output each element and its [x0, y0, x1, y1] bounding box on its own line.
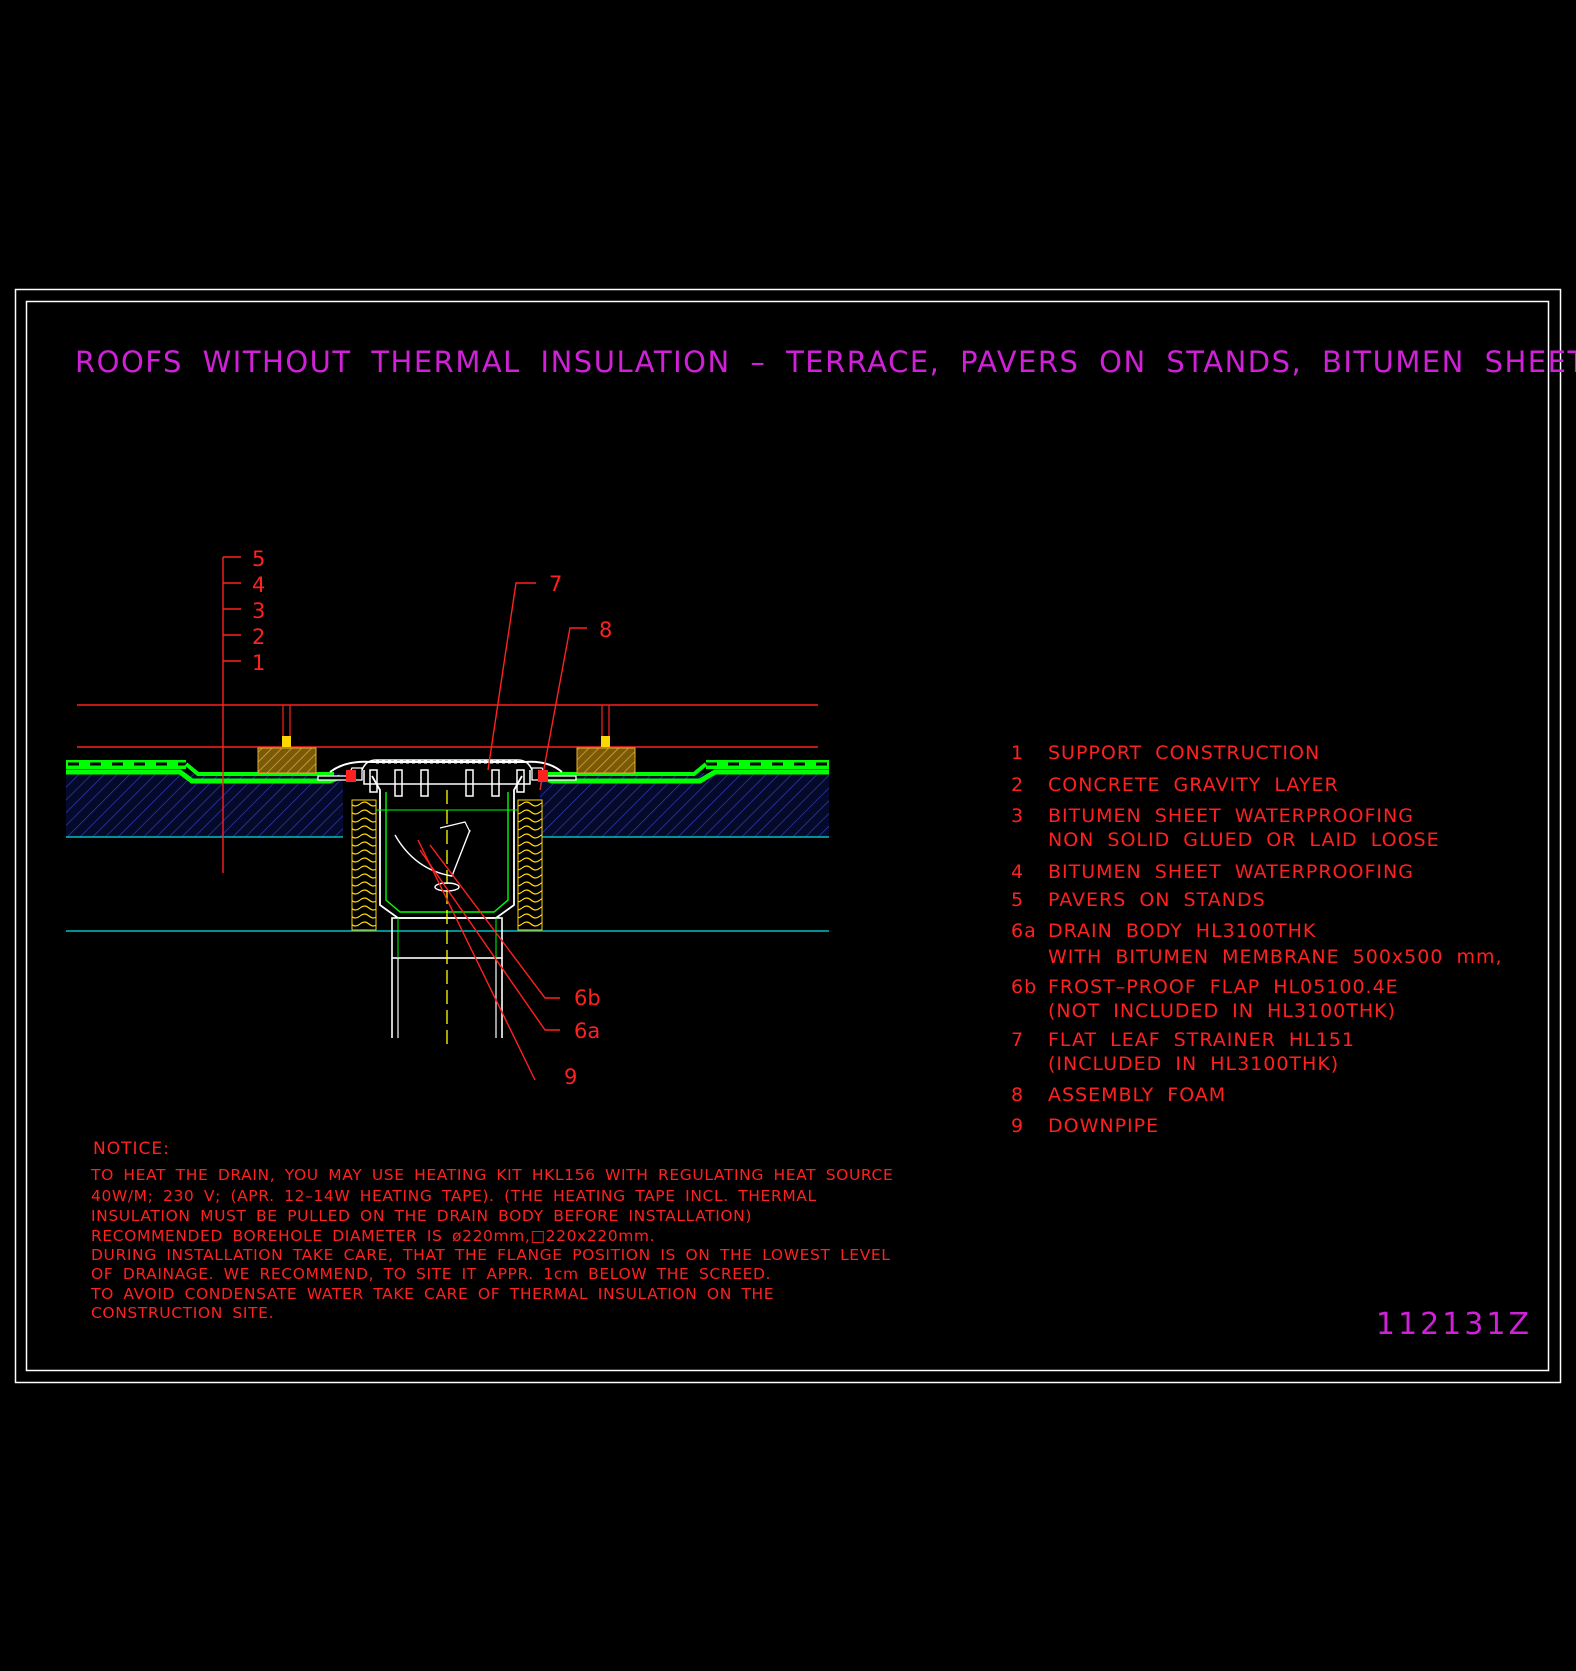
notice-line: OF DRAINAGE. WE RECOMMEND, TO SITE IT AP…: [91, 1265, 771, 1283]
legend-item: 1 SUPPORT CONSTRUCTION: [1011, 742, 1320, 764]
legend-num: 9: [1011, 1115, 1024, 1137]
legend-num: 3: [1011, 805, 1024, 827]
drawing-frame: [14, 288, 1562, 1384]
drawing-number: 112131Z: [1376, 1307, 1532, 1342]
legend-text-continued: NON SOLID GLUED OR LAID LOOSE: [1048, 829, 1440, 851]
legend-num: 5: [1011, 889, 1024, 911]
notice-heading: NOTICE:: [93, 1139, 170, 1159]
legend-num: 4: [1011, 861, 1024, 883]
legend-text-continued: WITH BITUMEN MEMBRANE 500x500 mm,: [1048, 946, 1503, 968]
legend-item: 7 FLAT LEAF STRAINER HL151 (INCLUDED IN …: [1011, 1029, 1355, 1075]
legend-text: DOWNPIPE: [1048, 1115, 1159, 1137]
legend-text-continued: (NOT INCLUDED IN HL3100THK): [1048, 1000, 1396, 1022]
drawing-title: ROOFS WITHOUT THERMAL INSULATION – TERRA…: [75, 345, 1576, 379]
legend-text: SUPPORT CONSTRUCTION: [1048, 742, 1320, 764]
legend-text: ASSEMBLY FOAM: [1048, 1084, 1226, 1106]
notice-line: RECOMMENDED BOREHOLE DIAMETER IS ø220mm,…: [91, 1227, 655, 1245]
legend-item: 9 DOWNPIPE: [1011, 1115, 1159, 1137]
callout-2: 2: [252, 625, 265, 649]
assembly-foam: [351, 799, 543, 931]
callout-7: 7: [549, 572, 562, 596]
callout-1: 1: [252, 651, 265, 675]
legend-item: 3 BITUMEN SHEET WATERPROOFING NON SOLID …: [1011, 805, 1440, 851]
legend-num: 2: [1011, 774, 1024, 796]
callout-5: 5: [252, 547, 265, 571]
legend-text-continued: (INCLUDED IN HL3100THK): [1048, 1053, 1339, 1075]
legend-num: 1: [1011, 742, 1024, 764]
roof-section-detail: 5 4 3 2 1 7 8 6b 6a 9: [66, 547, 829, 1089]
callout-6b: 6b: [574, 986, 601, 1010]
legend-text: DRAIN BODY HL3100THK: [1048, 920, 1316, 942]
legend-item: 2 CONCRETE GRAVITY LAYER: [1011, 774, 1339, 796]
legend: 1 SUPPORT CONSTRUCTION 2 CONCRETE GRAVIT…: [1011, 742, 1503, 1137]
notice-line: TO HEAT THE DRAIN, YOU MAY USE HEATING K…: [90, 1166, 893, 1184]
flat-leaf-strainer: [361, 759, 533, 797]
notice-line: TO AVOID CONDENSATE WATER TAKE CARE OF T…: [90, 1285, 774, 1303]
notice-line: 40W/M; 230 V; (APR. 12–14W HEATING TAPE)…: [91, 1187, 817, 1205]
drain-flange-clamps: [317, 767, 577, 782]
legend-text: FLAT LEAF STRAINER HL151: [1048, 1029, 1355, 1051]
legend-text: BITUMEN SHEET WATERPROOFING: [1048, 805, 1414, 827]
notice-line: CONSTRUCTION SITE.: [91, 1304, 274, 1322]
legend-item: 5 PAVERS ON STANDS: [1011, 889, 1266, 911]
pavers-on-stands: [77, 704, 818, 774]
notice-line: DURING INSTALLATION TAKE CARE, THAT THE …: [91, 1246, 891, 1264]
legend-text: BITUMEN SHEET WATERPROOFING: [1048, 861, 1414, 883]
callout-6a: 6a: [574, 1019, 600, 1043]
legend-item: 4 BITUMEN SHEET WATERPROOFING: [1011, 861, 1414, 883]
legend-text: PAVERS ON STANDS: [1048, 889, 1266, 911]
notice-block: NOTICE: TO HEAT THE DRAIN, YOU MAY USE H…: [90, 1139, 893, 1322]
notice-line: INSULATION MUST BE PULLED ON THE DRAIN B…: [91, 1207, 752, 1225]
legend-text: FROST–PROOF FLAP HL05100.4E: [1048, 976, 1399, 998]
callout-4: 4: [252, 573, 265, 597]
drain-body: [329, 760, 563, 1050]
legend-item: 8 ASSEMBLY FOAM: [1011, 1084, 1226, 1106]
layer-callouts: [222, 556, 241, 873]
callout-3: 3: [252, 599, 265, 623]
detail-leaders: [417, 582, 587, 1081]
callout-9: 9: [564, 1065, 577, 1089]
legend-num: 6b: [1011, 976, 1037, 998]
support-construction-slab: [66, 773, 829, 932]
legend-item: 6a DRAIN BODY HL3100THK WITH BITUMEN MEM…: [1011, 920, 1503, 968]
legend-item: 6b FROST–PROOF FLAP HL05100.4E (NOT INCL…: [1011, 976, 1399, 1022]
legend-num: 6a: [1011, 920, 1037, 942]
legend-num: 8: [1011, 1084, 1024, 1106]
callout-8: 8: [599, 618, 612, 642]
legend-num: 7: [1011, 1029, 1024, 1051]
legend-text: CONCRETE GRAVITY LAYER: [1048, 774, 1339, 796]
